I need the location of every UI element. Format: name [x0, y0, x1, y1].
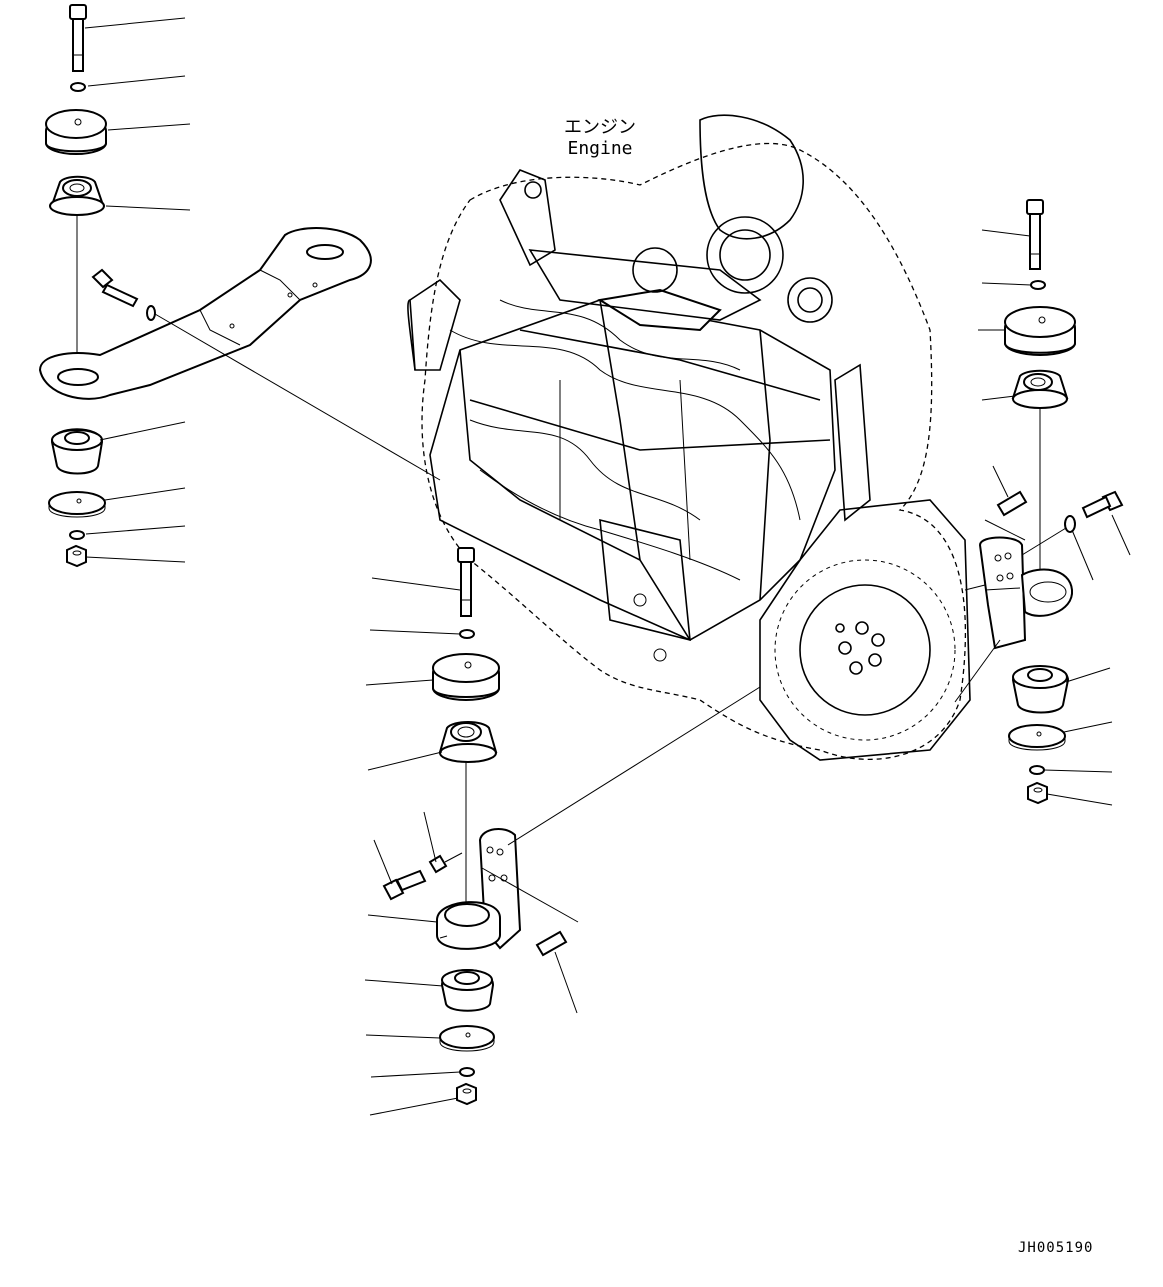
lower-cushion-icon	[1011, 665, 1070, 714]
washer-icon	[69, 530, 85, 540]
mount-bolt-icon	[69, 4, 87, 72]
bracket-bolt-icon	[382, 869, 427, 901]
washer-icon	[428, 854, 448, 874]
cushion-collar-icon	[1011, 369, 1069, 409]
dowel-pin-icon	[996, 490, 1028, 517]
plate-washer-icon	[439, 1025, 495, 1052]
plate-washer-icon	[48, 491, 106, 518]
mount-bolt-icon	[457, 547, 475, 617]
left-front-mount-group	[38, 4, 441, 568]
engine-label-jp: エンジン	[564, 117, 636, 138]
nut-icon	[456, 1082, 477, 1106]
dowel-pin-icon	[535, 930, 568, 957]
washer-icon	[1029, 765, 1045, 775]
frame-bracket-icon	[38, 227, 372, 400]
nut-icon	[66, 544, 87, 568]
washer-icon	[459, 1067, 475, 1077]
washer-icon	[146, 305, 156, 321]
washer-icon	[70, 82, 86, 92]
bracket-bolt-icon	[1081, 490, 1124, 519]
lower-cushion-icon	[50, 428, 104, 475]
plate-washer-icon	[1008, 724, 1066, 751]
mount-bracket-icon	[978, 536, 1074, 650]
engine-label: エンジン Engine	[545, 117, 655, 159]
rubber-cushion-icon	[432, 653, 500, 701]
washer-icon	[1030, 280, 1046, 290]
cushion-collar-icon	[438, 721, 498, 763]
rubber-cushion-icon	[45, 109, 107, 155]
cushion-collar-icon	[49, 175, 105, 216]
lower-cushion-icon	[440, 969, 495, 1012]
engine-illustration	[407, 114, 971, 761]
mount-bracket-icon	[436, 828, 522, 950]
nut-icon	[1027, 781, 1048, 805]
mount-bolt-icon	[1026, 199, 1044, 270]
bracket-bolt-icon	[91, 268, 139, 308]
right-rear-mount-group	[954, 199, 1131, 806]
washer-icon	[459, 629, 475, 639]
rubber-cushion-icon	[1004, 306, 1076, 356]
center-mount-group	[364, 547, 761, 1116]
washer-icon	[1064, 515, 1076, 533]
engine-label-en: Engine	[567, 137, 633, 159]
drawing-code: JH005190	[1018, 1240, 1094, 1256]
